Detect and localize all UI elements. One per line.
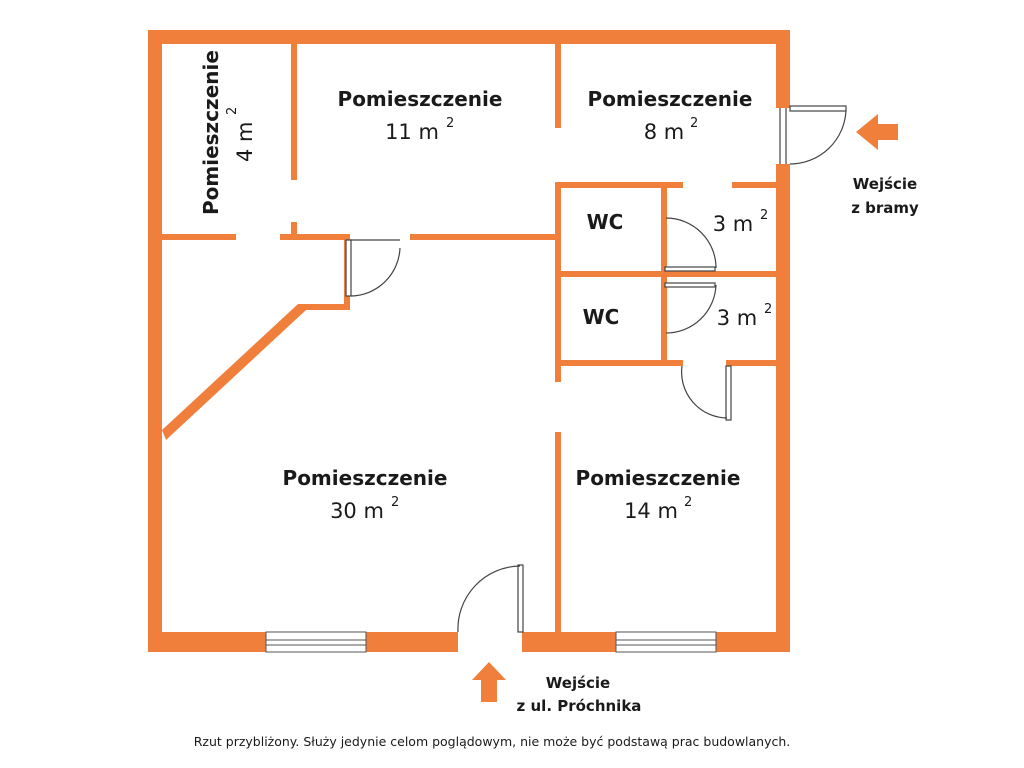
room-label: WC: [583, 305, 620, 329]
room-area: 14 m: [624, 499, 678, 523]
entrance-line2: z ul. Próchnika: [517, 697, 642, 715]
door-arc-wc1: [665, 217, 717, 269]
entrance-line1: Wejście: [546, 674, 610, 692]
arrow-up-icon: [472, 662, 506, 702]
room-label: Pomieszczenie: [199, 50, 223, 215]
door-arc-side: [789, 109, 847, 165]
window-right: [615, 631, 717, 653]
wall-wc1-inner: [661, 188, 667, 274]
wall-wc-middle: [555, 271, 776, 277]
door-leaf-wc2: [664, 282, 716, 288]
wall-wc2-inner: [661, 277, 667, 363]
room-4: Pomieszczenie 4 m 2: [199, 50, 257, 215]
room-wc-1: WC 3 m 2: [587, 208, 769, 236]
room-30: Pomieszczenie 30 m 2: [283, 466, 448, 523]
room-area: 3 m: [713, 212, 754, 236]
room-area-exponent: 2: [446, 116, 454, 131]
door-leaf-main: [517, 564, 524, 633]
room-area-exponent: 2: [690, 116, 698, 131]
wall-corridor-top-right: [410, 234, 560, 240]
outer-wall-top: [148, 30, 790, 44]
room-area: 11 m: [385, 120, 439, 144]
wall-wc2-bottom-right: [726, 360, 776, 366]
outer-wall-left: [148, 30, 162, 652]
room-area-exponent: 2: [684, 495, 692, 510]
room-area-exponent: 2: [764, 302, 772, 317]
room-11: Pomieszczenie 11 m 2: [338, 87, 503, 144]
door-leaf-wc1: [664, 266, 716, 272]
wall-closet-bottom: [298, 304, 350, 310]
entrance-line1: Wejście: [853, 175, 917, 193]
room-wc-2: WC 3 m 2: [583, 302, 773, 330]
door-leaf-closet: [345, 239, 352, 297]
room-8: Pomieszczenie 8 m 2: [588, 87, 753, 144]
wall-diagonal: [162, 304, 306, 440]
windows: [265, 631, 717, 653]
outer-wall-right-bottom: [776, 164, 790, 652]
window-left: [265, 631, 367, 653]
wall-small-room-right: [291, 44, 297, 180]
door-arc-closet: [350, 247, 401, 297]
door-leaf-14: [725, 365, 732, 421]
outer-wall-right-top: [776, 30, 790, 108]
room-area: 8 m: [644, 120, 685, 144]
disclaimer-text: Rzut przybliżony. Służy jedynie celom po…: [194, 734, 791, 749]
entrance-arrows: [472, 114, 898, 702]
door-arc-14: [681, 365, 728, 419]
entrance-gate-caption: Wejście z bramy: [851, 175, 919, 217]
wall-14-left: [555, 432, 561, 632]
room-area-exponent: 2: [225, 107, 240, 115]
wall-wc-left: [555, 182, 561, 382]
wall-wc1-top-left: [555, 182, 683, 188]
entrance-line2: z bramy: [851, 199, 919, 217]
door-arc-wc2: [665, 284, 717, 334]
room-area: 3 m: [717, 306, 758, 330]
wall-rooms-divider: [555, 44, 561, 128]
door-leaf-side: [789, 105, 847, 112]
room-label: Pomieszczenie: [588, 87, 753, 111]
wall-corridor-top-left: [280, 234, 350, 240]
room-label: Pomieszczenie: [283, 466, 448, 490]
wall-stub: [291, 222, 297, 238]
wall-wc2-bottom-left: [555, 360, 683, 366]
wall-wc1-top-right: [732, 182, 776, 188]
doors: [345, 105, 847, 633]
arrow-left-icon: [856, 114, 898, 150]
entrance-street-caption: Wejście z ul. Próchnika: [517, 674, 642, 715]
room-label: WC: [587, 210, 624, 234]
room-area: 4 m: [233, 122, 257, 163]
wall-small-room-bottom: [162, 234, 236, 240]
room-label: Pomieszczenie: [338, 87, 503, 111]
room-area: 30 m: [330, 499, 384, 523]
room-area-exponent: 2: [760, 208, 768, 223]
room-14: Pomieszczenie 14 m 2: [576, 466, 741, 523]
door-arc-main: [457, 565, 521, 633]
room-area-exponent: 2: [391, 495, 399, 510]
room-label: Pomieszczenie: [576, 466, 741, 490]
